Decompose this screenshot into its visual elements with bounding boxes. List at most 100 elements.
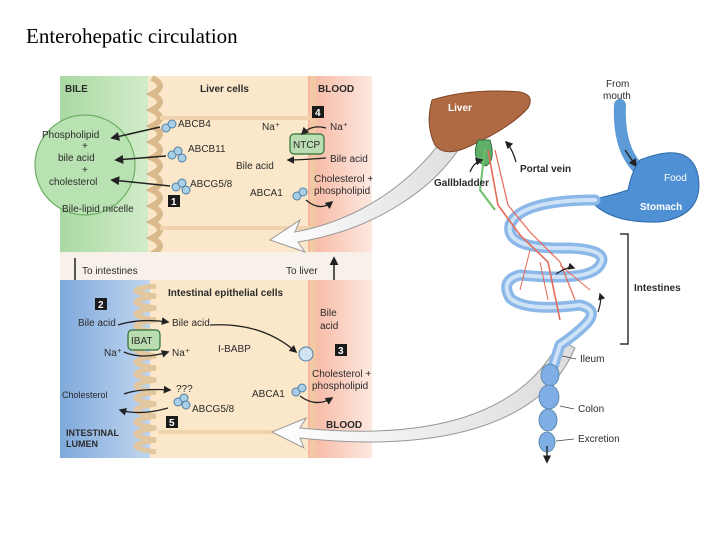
micelle-cholesterol: cholesterol bbox=[49, 177, 97, 188]
intestines-label: Intestines bbox=[634, 283, 681, 294]
step-badge-4-text: 4 bbox=[315, 108, 321, 119]
esophagus-arrow bbox=[624, 149, 637, 168]
bile-header: BILE bbox=[65, 84, 88, 95]
to-liver-label: To liver bbox=[286, 266, 318, 277]
microvilli-membrane bbox=[133, 283, 157, 455]
from-mouth-label-2: mouth bbox=[603, 91, 631, 102]
ntcp-label: NTCP bbox=[293, 140, 321, 151]
ibat-na-arrow bbox=[123, 350, 170, 358]
intestine-abcg58-label: ABCG5/8 bbox=[192, 404, 235, 415]
blood-bile-label-1: Bile bbox=[320, 308, 337, 319]
step-badge-1 bbox=[168, 195, 180, 207]
step-badge-2 bbox=[95, 298, 107, 310]
ileum-leader bbox=[561, 355, 577, 360]
cell-junction bbox=[160, 226, 310, 230]
cholesterol-uptake-arrow bbox=[123, 385, 172, 395]
unknown-label: ??? bbox=[176, 384, 193, 395]
blood-header: BLOOD bbox=[318, 84, 354, 95]
intestines-bracket bbox=[620, 233, 629, 345]
lumen-cholesterol-label: Cholesterol bbox=[62, 390, 108, 400]
food-label: Food bbox=[664, 173, 687, 184]
abca1-efflux-arrow bbox=[305, 199, 334, 209]
step-badge-3 bbox=[335, 344, 347, 356]
excretion-label: Excretion bbox=[578, 434, 620, 445]
step-badge-5 bbox=[166, 416, 178, 428]
ibat-na-right: Na⁺ bbox=[172, 348, 190, 359]
intestine-abca1-arrow bbox=[299, 395, 334, 405]
liver-label: Liver bbox=[448, 103, 472, 114]
liver-cells-header: Liver cells bbox=[200, 84, 249, 95]
ileum-label: Ileum bbox=[580, 354, 604, 365]
liver-panel: BILE Liver cells BLOOD Phospholipid + bi… bbox=[34, 75, 373, 257]
stomach bbox=[589, 152, 700, 223]
portal-vein-branch bbox=[494, 149, 576, 301]
step-badge-2-text: 2 bbox=[98, 300, 104, 311]
gallbladder-label: Gallbladder bbox=[434, 178, 489, 189]
ibat-na-left: Na⁺ bbox=[104, 348, 122, 359]
intestine-abca1-label: ABCA1 bbox=[252, 389, 285, 400]
abcg58-label: ABCG5/8 bbox=[190, 179, 233, 190]
epithelial-header: Intestinal epithelial cells bbox=[168, 288, 283, 299]
intestine-basolateral-membrane bbox=[310, 280, 316, 458]
bile-lipid-micelle bbox=[34, 114, 136, 216]
abcg58-efflux-arrow bbox=[118, 407, 169, 416]
gallbladder-arrow bbox=[469, 157, 484, 173]
abcb11-arrow bbox=[114, 154, 167, 164]
abcb4-label: ABCB4 bbox=[178, 119, 211, 130]
portal-vein-arrow bbox=[504, 140, 517, 163]
absorption-arrow bbox=[555, 262, 576, 275]
ibat-label: IBAT bbox=[131, 336, 152, 347]
portal-vein-label: Portal vein bbox=[520, 164, 571, 175]
excretion-leader bbox=[555, 438, 575, 442]
step-badge-4 bbox=[312, 106, 324, 118]
cell-bile-acid-label: Bile acid bbox=[172, 318, 210, 329]
na-right-label: Na⁺ bbox=[330, 122, 348, 133]
esophagus bbox=[613, 99, 646, 176]
slide-title: Enterohepatic circulation bbox=[26, 24, 238, 48]
liver bbox=[428, 90, 531, 153]
na-arrow bbox=[300, 126, 327, 136]
intestine-blood-region bbox=[308, 280, 372, 458]
bile-acid-uptake-arrow bbox=[286, 156, 327, 164]
to-intestines-label: To intestines bbox=[82, 266, 138, 277]
basolateral-membrane bbox=[310, 76, 316, 252]
from-mouth-label-1: From bbox=[606, 79, 629, 90]
intestine-chol-phos-1: Cholesterol + bbox=[312, 369, 371, 380]
micelle-plus: + bbox=[82, 165, 88, 176]
bile-acid-cell-label: Bile acid bbox=[236, 161, 274, 172]
small-intestine-highlight bbox=[504, 198, 604, 372]
colon-label: Colon bbox=[578, 404, 604, 415]
intestine-chol-phos-2: phospholipid bbox=[312, 381, 368, 392]
step-badge-1-text: 1 bbox=[171, 197, 177, 208]
colon bbox=[538, 363, 560, 453]
abcb4-arrow bbox=[110, 126, 161, 141]
lumen-label-2: LUMEN bbox=[66, 439, 98, 449]
ibabp-arrow bbox=[209, 324, 298, 354]
ibat-bile-acid-arrow bbox=[117, 317, 170, 326]
portal-vein bbox=[487, 149, 561, 321]
transfer-band-bg bbox=[60, 252, 372, 280]
absorption-arrow-2 bbox=[597, 292, 606, 313]
abca1-label: ABCA1 bbox=[250, 188, 283, 199]
na-left-label: Na⁺ bbox=[262, 122, 280, 133]
ibabp-label: I-BABP bbox=[218, 344, 251, 355]
intestine-transporter-molecules bbox=[173, 383, 307, 410]
apical-membrane bbox=[145, 75, 163, 257]
transporter-molecules bbox=[161, 119, 308, 201]
step-badge-3-text: 3 bbox=[338, 346, 344, 357]
anatomy: Liver Gallbladder Portal vein From mouth… bbox=[428, 79, 700, 464]
intestine-blood-label: BLOOD bbox=[326, 420, 362, 431]
lumen-bile-acid-label: Bile acid bbox=[78, 318, 116, 329]
chol-phos-line2: phospholipid bbox=[314, 186, 370, 197]
step-badge-5-text: 5 bbox=[169, 418, 175, 429]
transfer-band: To intestines To liver bbox=[60, 252, 372, 302]
liver-cell-region bbox=[148, 76, 318, 252]
bile-acid-blood-label: Bile acid bbox=[330, 154, 368, 165]
chol-phos-line1: Cholesterol + bbox=[314, 174, 373, 185]
micelle-bile-acid: bile acid bbox=[58, 153, 95, 164]
lumen-label-1: INTESTINAL bbox=[66, 428, 120, 438]
basolateral-transporter bbox=[298, 346, 314, 362]
micelle-phospholipid: Phospholipid bbox=[42, 130, 99, 141]
cell-junction bbox=[160, 116, 310, 120]
